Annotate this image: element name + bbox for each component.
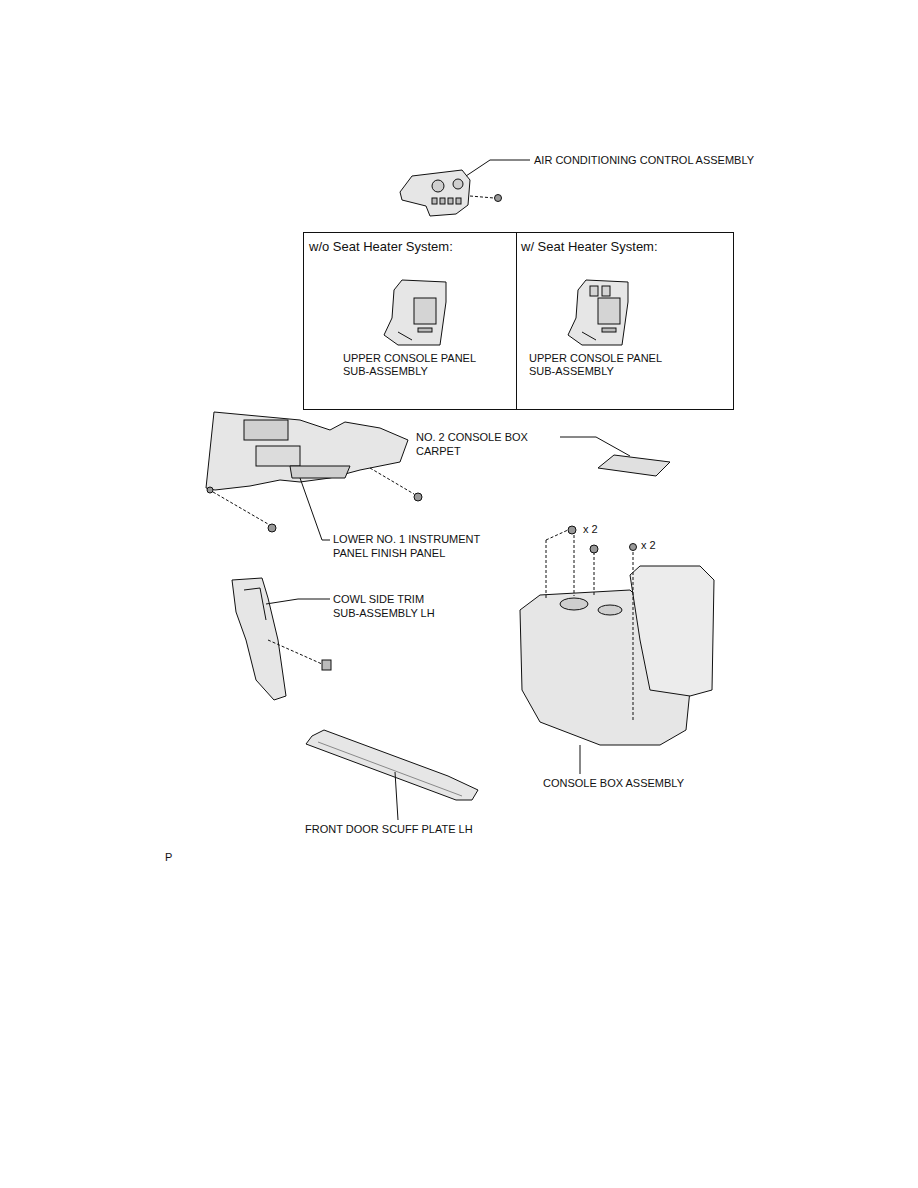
ac-control-illustration [400, 160, 530, 216]
upper-console-panel-illustration [384, 280, 628, 345]
part-name: UPPER CONSOLE PANEL SUB-ASSEMBLY [529, 352, 679, 378]
quantity: x 2 [641, 539, 671, 553]
console-box-illustration [520, 526, 714, 774]
carpet-illustration [560, 437, 670, 476]
part-name: NO. 2 CONSOLE BOX CARPET [416, 431, 566, 459]
part-name: CONSOLE BOX ASSEMBLY [543, 777, 713, 791]
quantity: x 2 [583, 523, 613, 537]
scuff-plate-illustration [306, 730, 478, 820]
option-box: w/o Seat Heater System: UPPER CONSOLE PAN… [303, 232, 517, 410]
part-name: UPPER CONSOLE PANEL SUB-ASSEMBLY [343, 352, 493, 378]
variant-heading: w/ Seat Heater System: [521, 239, 721, 255]
variant-heading: w/o Seat Heater System: [309, 239, 509, 255]
cowl-trim-illustration [232, 578, 331, 700]
part-name: FRONT DOOR SCUFF PLATE LH [305, 823, 495, 837]
figure-code: P [165, 851, 185, 865]
part-name: COWL SIDE TRIM SUB-ASSEMBLY LH [333, 593, 451, 621]
part-name: LOWER NO. 1 INSTRUMENT PANEL FINISH PANE… [333, 533, 493, 561]
part-name: AIR CONDITIONING CONTROL ASSEMBLY [534, 154, 794, 168]
option-box: w/ Seat Heater System: UPPER CONSOLE PANE… [516, 232, 734, 410]
lower-panel-illustration [206, 412, 422, 540]
